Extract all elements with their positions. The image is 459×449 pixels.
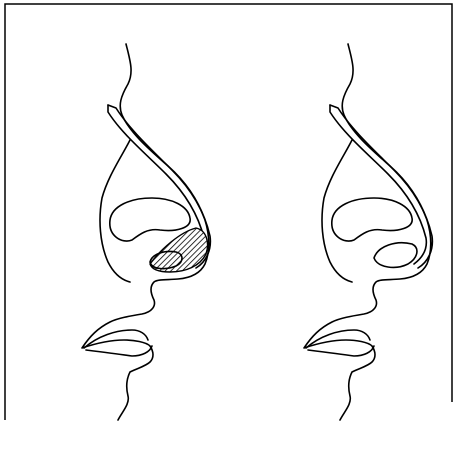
- right-nostril-lower: [374, 243, 417, 268]
- right-lower-lip: [308, 346, 374, 356]
- figure-frame: [5, 4, 452, 420]
- right-nostril-upper: [332, 198, 412, 241]
- left-nostril-upper: [110, 198, 190, 241]
- left-profile-panel: [82, 44, 210, 420]
- left-lower-lip: [86, 346, 152, 356]
- right-profile-panel: [304, 44, 432, 420]
- right-dorsal-implant-outer: [330, 105, 432, 268]
